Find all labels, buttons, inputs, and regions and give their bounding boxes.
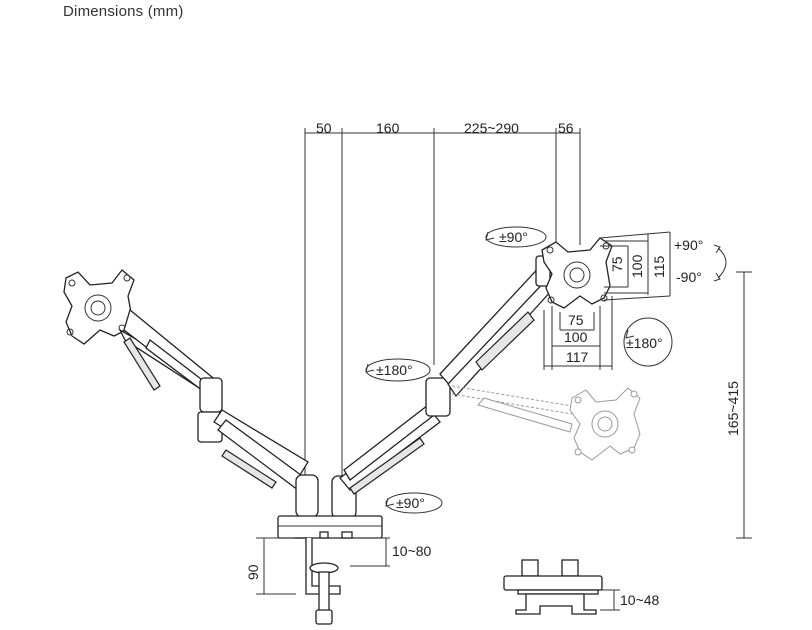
dim-56-label: 56	[558, 120, 574, 136]
rotate-left-indicator	[365, 358, 431, 382]
rotate-bottom-indicator	[385, 492, 443, 514]
vesa-h-117-label: 117	[566, 349, 589, 365]
vesa-h-75-label: 75	[568, 312, 584, 328]
desk-clamp-label: 10~80	[392, 543, 432, 559]
tilt-indicator	[713, 244, 727, 282]
vesa-dimension-lines	[543, 231, 671, 370]
left-arm	[118, 308, 319, 518]
ghost-rotated-plate	[451, 385, 641, 461]
vesa-v-100-label: 100	[629, 254, 645, 278]
rotate-right-indicator	[623, 317, 673, 367]
grommet-dimension-lines	[600, 589, 620, 611]
grommet-mount	[503, 559, 603, 615]
tilt-down-label: -90°	[676, 269, 702, 285]
rotate-right-label: ±180°	[626, 335, 663, 351]
page-title: Dimensions (mm)	[63, 3, 184, 20]
dim-50-label: 50	[316, 120, 332, 136]
rotate-top-indicator	[485, 226, 547, 248]
top-dimension-lines	[304, 128, 581, 482]
grommet-label: 10~48	[620, 592, 660, 608]
rotate-top-label: ±90°	[499, 229, 528, 245]
tilt-up-label: +90°	[674, 237, 703, 253]
rotate-bottom-label: ±90°	[396, 495, 425, 511]
rotate-left-label: ±180°	[376, 362, 413, 378]
dim-225-290-label: 225~290	[464, 120, 519, 136]
right-arm	[331, 255, 557, 519]
base-and-clamp	[277, 515, 383, 625]
base-dimension-lines	[256, 537, 390, 595]
vesa-v-75-label: 75	[609, 256, 625, 272]
height-range-dimension	[736, 271, 752, 539]
height-range-label: 165~415	[725, 381, 741, 436]
vesa-h-100-label: 100	[564, 329, 588, 345]
right-vesa-plate	[541, 237, 613, 309]
base-height-label: 90	[245, 564, 261, 580]
vesa-v-115-label: 115	[651, 255, 667, 278]
dim-160-label: 160	[376, 120, 400, 136]
